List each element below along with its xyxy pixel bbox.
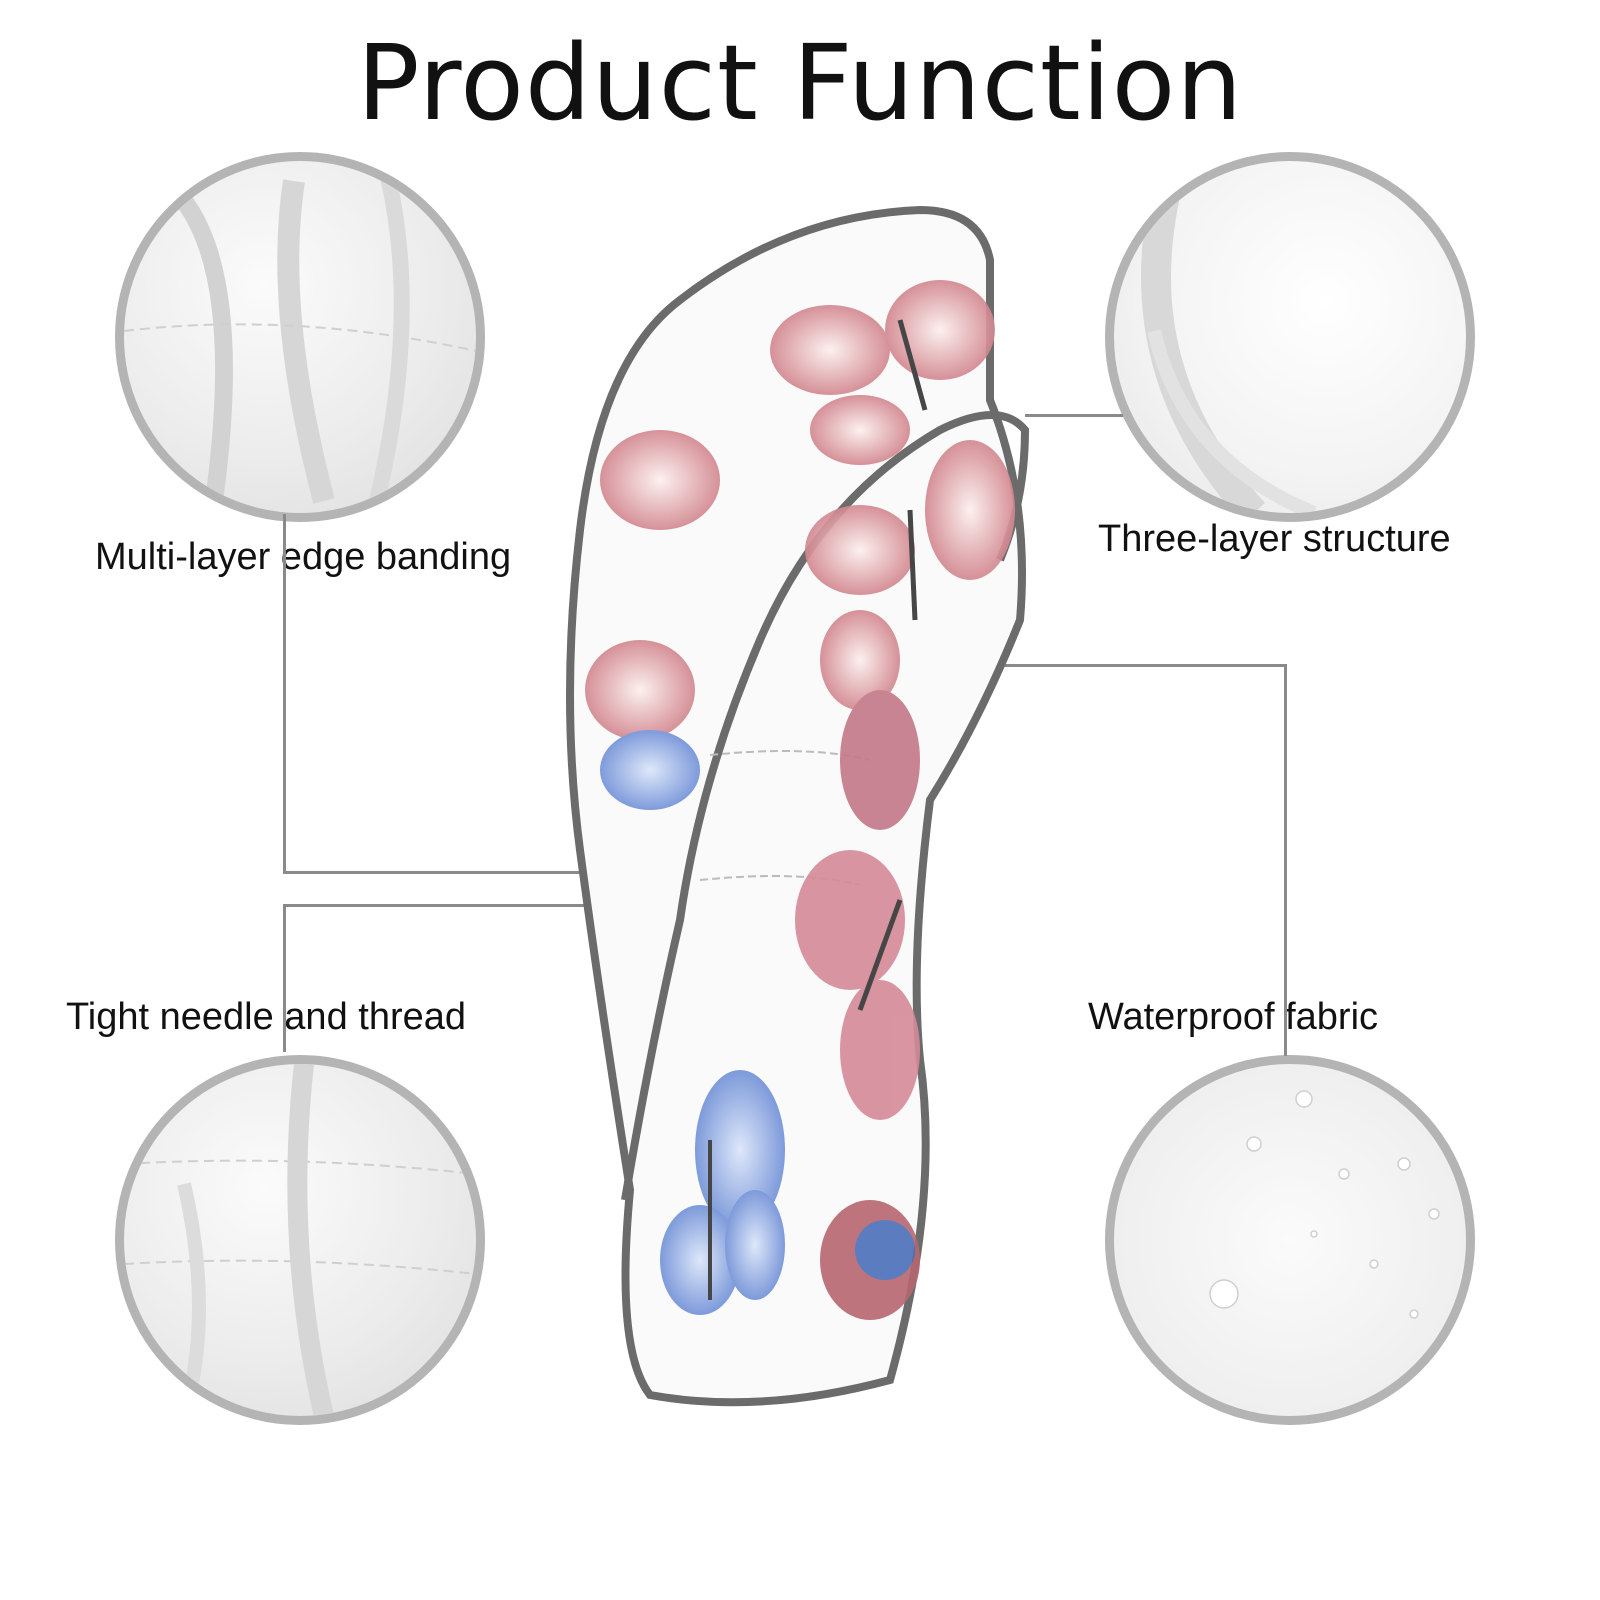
feature-label-stitching: Tight needle and thread (66, 996, 467, 1038)
connector-line (900, 664, 1287, 667)
detail-image-edge-banding (115, 152, 485, 522)
butterfly-pattern (585, 280, 1015, 1320)
detail-image-three-layer (1105, 152, 1475, 522)
connector-line (283, 904, 286, 1052)
connector-line (283, 904, 596, 907)
fabric-folds-graphic (124, 161, 476, 513)
stitch-folds-graphic (124, 1064, 476, 1416)
connector-line (1284, 664, 1287, 1056)
connector-line (283, 871, 593, 874)
connector-line (283, 514, 286, 874)
detail-image-stitching (115, 1055, 485, 1425)
water-droplets-graphic (1209, 1090, 1440, 1319)
page-title: Product Function (356, 22, 1244, 144)
feature-label-edge-banding: Multi-layer edge banding (95, 536, 512, 578)
connector-line (1025, 414, 1123, 417)
layer-edge-graphic (1141, 161, 1317, 513)
headcover-product-image (566, 205, 1030, 1407)
feature-label-waterproof: Waterproof fabric (1088, 996, 1379, 1038)
detail-image-waterproof (1105, 1055, 1475, 1425)
feature-label-three-layer: Three-layer structure (1098, 518, 1451, 560)
